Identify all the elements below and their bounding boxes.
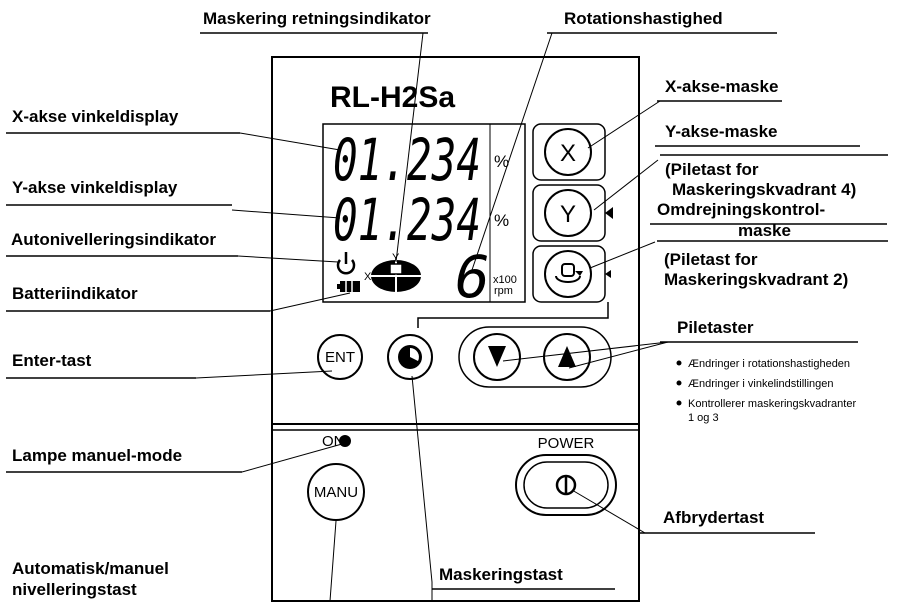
leader-y-axis-mask — [593, 159, 659, 211]
power-button[interactable] — [515, 454, 617, 516]
rpm-unit: rpm — [494, 285, 513, 297]
bullet-2 — [676, 380, 682, 386]
enter-button-label: ENT — [325, 349, 355, 366]
y-angle-unit: % — [494, 211, 509, 230]
auto-level-icon — [336, 252, 356, 275]
label-rotation-mask-line2: maske — [738, 221, 791, 240]
bullet-3 — [676, 400, 682, 406]
leader-x-axis-mask — [587, 100, 661, 149]
manual-button-label: MANU — [314, 484, 358, 501]
leader-power-switch — [571, 489, 646, 534]
label-masking-key: Maskeringstast — [439, 565, 563, 584]
leader-manual-lamp — [241, 443, 343, 473]
label-manual-lamp: Lampe manuel-mode — [12, 446, 182, 465]
y-mask-button-label: Y — [560, 201, 576, 228]
rpm-multiplier: x100 — [493, 274, 517, 286]
label-battery: Batteriindikator — [12, 284, 138, 303]
leader-masking-direction — [395, 32, 424, 263]
leader-enter-key — [195, 370, 333, 379]
label-quadrant4-line1: (Piletast for — [665, 160, 759, 179]
bullet-text-3: Kontrollerer maskeringskvadranter — [688, 398, 856, 410]
arrow-up-button[interactable] — [543, 333, 591, 381]
arrow-up-icon — [558, 346, 576, 367]
leader-arrow-keys-2 — [568, 341, 669, 369]
label-enter-key: Enter-tast — [12, 351, 92, 370]
rotation-control-button[interactable] — [544, 250, 592, 298]
bullet-text-2: Ændringer i vinkelindstillingen — [688, 378, 834, 390]
battery-icon — [337, 281, 360, 292]
leader-auto-level — [237, 255, 339, 263]
enter-button[interactable]: ENT — [317, 334, 363, 380]
display-axis-x: X — [364, 271, 372, 283]
bullet-text-1: Ændringer i rotationshastigheden — [688, 358, 850, 370]
on-lamp-label: ON — [322, 433, 345, 450]
label-x-axis-mask: X-akse-maske — [665, 77, 778, 96]
label-masking-direction: Maskering retningsindikator — [203, 9, 431, 28]
x-mask-button[interactable]: X — [544, 128, 592, 176]
masking-button[interactable] — [387, 334, 433, 380]
leader-rotation-mask — [589, 241, 656, 269]
label-auto-manual-line1: Automatisk/manuel — [12, 559, 169, 578]
rotation-icon — [555, 263, 583, 283]
leader-battery — [269, 292, 351, 312]
x-mask-button-label: X — [560, 140, 576, 167]
leader-rotation-speed — [471, 32, 553, 271]
x-angle-readout: 01.234 — [333, 126, 481, 194]
label-y-axis-mask: Y-akse-maske — [665, 122, 777, 141]
label-quadrant4-line2: Maskeringskvadrant 4) — [672, 180, 856, 199]
bullet-text-4: 1 og 3 — [688, 412, 719, 424]
label-rotation-speed: Rotationshastighed — [564, 9, 723, 28]
quadrant4-arrow-icon — [605, 207, 613, 219]
leader-auto-manual — [329, 520, 337, 602]
model-name: RL-H2Sa — [330, 81, 455, 114]
manual-mode-lamp — [339, 435, 351, 447]
label-quadrant2-line1: (Piletast for — [664, 250, 758, 269]
power-key-label: POWER — [538, 435, 595, 452]
leader-masking-key — [411, 375, 433, 583]
label-auto-level: Autonivelleringsindikator — [11, 230, 216, 249]
label-power-switch: Afbrydertast — [663, 508, 764, 527]
y-mask-button[interactable]: Y — [544, 189, 592, 237]
quadrant2-arrow-icon — [605, 270, 611, 278]
arrow-down-button[interactable] — [473, 333, 521, 381]
label-x-angle-display: X-akse vinkeldisplay — [12, 107, 179, 126]
rotation-speed-readout: 6 — [455, 243, 490, 311]
label-y-angle-display: Y-akse vinkeldisplay — [12, 178, 178, 197]
label-quadrant2-line2: Maskeringskvadrant 2) — [664, 270, 848, 289]
leader-y-angle-display — [231, 209, 341, 219]
label-rotation-mask-line1: Omdrejningskontrol- — [657, 200, 825, 219]
x-angle-unit: % — [494, 152, 509, 171]
label-auto-manual-line2: nivelleringstast — [12, 580, 137, 599]
arrow-down-icon — [488, 346, 506, 367]
leader-x-angle-display — [239, 132, 341, 151]
power-icon — [555, 474, 577, 496]
label-arrow-keys: Piletaster — [677, 318, 754, 337]
manual-button[interactable]: MANU — [307, 463, 365, 521]
bullet-1 — [676, 360, 682, 366]
leader-arrow-keys-1 — [502, 341, 669, 362]
arrow-key-bracket — [417, 302, 609, 328]
y-angle-readout: 01.234 — [333, 186, 481, 254]
